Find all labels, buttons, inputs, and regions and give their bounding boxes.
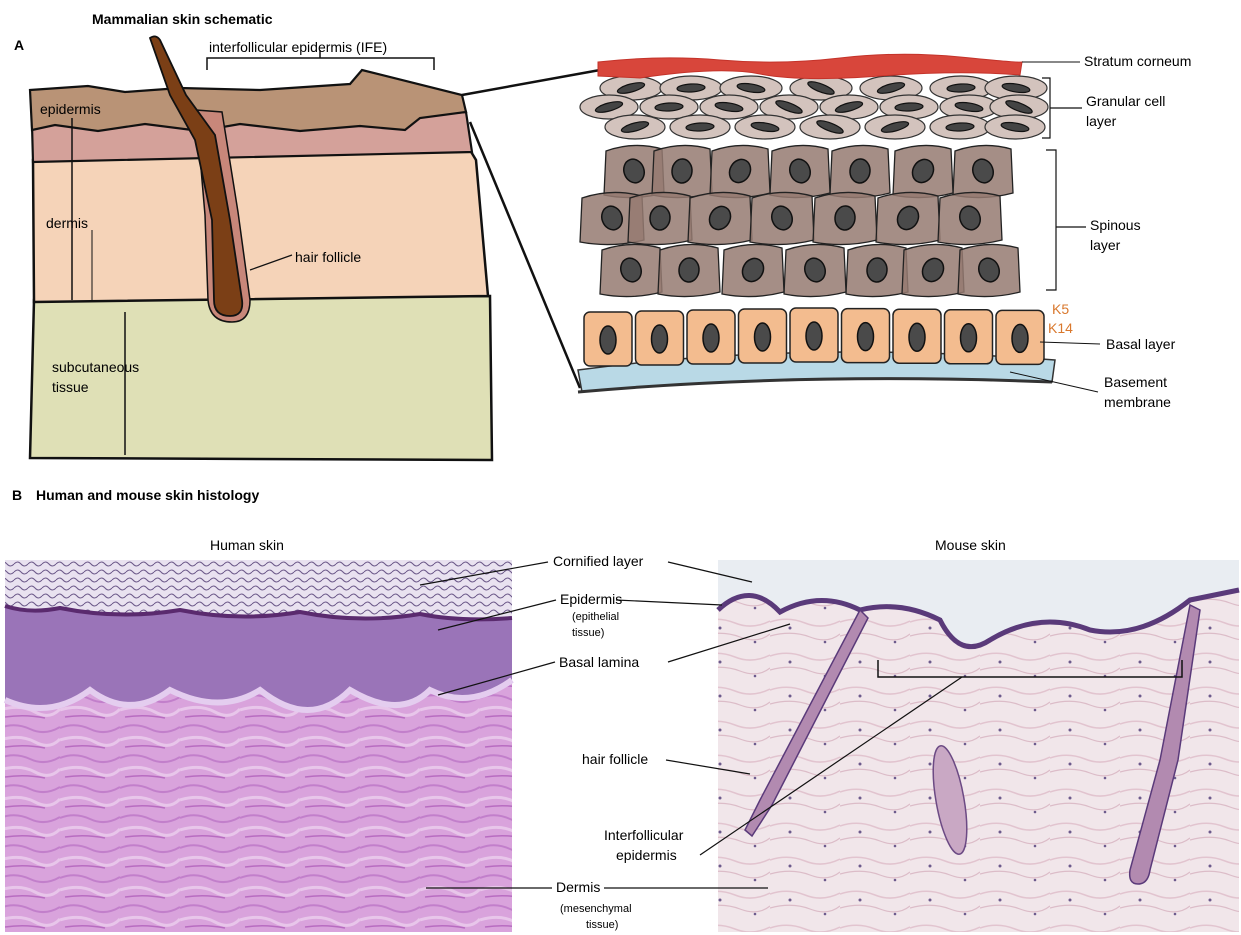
spinous-cell: [710, 145, 770, 197]
stratum-corneum-label: Stratum corneum: [1084, 53, 1191, 69]
subcutaneous-label-2: tissue: [52, 379, 89, 395]
basement-label-1: Basement: [1104, 374, 1167, 390]
basal-cell: [739, 309, 787, 363]
spinous-cell: [876, 192, 940, 244]
granular-cell: [605, 115, 665, 139]
dermis-label-b: Dermis: [556, 879, 600, 895]
granular-label-1: Granular cell: [1086, 93, 1165, 109]
epidermis-label-b: Epidermis: [560, 591, 622, 607]
basal-cell: [893, 309, 941, 363]
dermis-sub-1: (mesenchymal: [560, 903, 632, 915]
basal-lamina-label: Basal lamina: [559, 654, 639, 670]
granular-cell: [735, 115, 795, 139]
spinous-cells: [580, 145, 1020, 296]
granular-cell: [930, 115, 990, 139]
spinous-cell: [770, 145, 830, 197]
epidermis-leader-mouse: [616, 600, 722, 605]
basal-leader: [1040, 342, 1100, 344]
dermis-sub-2: tissue): [586, 919, 618, 931]
basal-cell: [636, 311, 684, 365]
basal-cell: [945, 310, 993, 364]
basal-label: Basal layer: [1106, 336, 1176, 352]
epidermis-sub-2: tissue): [572, 627, 604, 639]
basal-cell: [687, 310, 735, 364]
mouse-skin-micrograph: [718, 560, 1239, 932]
panel-b-title: Human and mouse skin histology: [36, 487, 259, 503]
spinous-cell: [750, 192, 814, 244]
hair-follicle-label-b: hair follicle: [582, 751, 648, 767]
epidermis-label: epidermis: [40, 101, 101, 117]
panel-b: B Human and mouse skin histology Human s…: [5, 487, 1239, 932]
basal-cell: [584, 312, 632, 366]
panel-a-title: Mammalian skin schematic: [92, 11, 273, 27]
dermis-layer: [33, 150, 488, 302]
epidermis-sub-1: (epithelial: [572, 611, 619, 623]
panel-b-letter: B: [12, 487, 22, 503]
spinous-cell: [958, 244, 1020, 296]
ife-label-b-1: Interfollicular: [604, 827, 684, 843]
spinous-cell: [953, 145, 1013, 197]
panel-a-letter: A: [14, 37, 24, 53]
spinous-cell: [652, 145, 712, 197]
zoom-line-top: [462, 70, 600, 95]
k5-label: K5: [1052, 301, 1069, 317]
basal-cells: [584, 308, 1044, 366]
granular-cell: [800, 115, 860, 139]
spinous-cell: [600, 244, 662, 296]
spinous-bracket: [1046, 150, 1086, 290]
spinous-cell: [628, 192, 692, 244]
spinous-label-1: Spinous: [1090, 217, 1141, 233]
basal-cell: [996, 310, 1044, 364]
stratum-corneum: [598, 54, 1022, 78]
human-skin-micrograph: [5, 560, 512, 932]
ife-label-b-2: epidermis: [616, 847, 677, 863]
spinous-cell: [722, 244, 784, 296]
spinous-cell: [830, 145, 890, 197]
hair-follicle-label: hair follicle: [295, 249, 361, 265]
spinous-cell: [893, 145, 953, 197]
dermis-label: dermis: [46, 215, 88, 231]
human-skin-title: Human skin: [210, 537, 284, 553]
basement-label-2: membrane: [1104, 394, 1171, 410]
subcutaneous-layer: [30, 296, 492, 460]
skin-block: interfollicular epidermis (IFE) epidermi…: [30, 36, 492, 460]
basal-cell: [790, 308, 838, 362]
spinous-label-2: layer: [1090, 237, 1121, 253]
spinous-cell: [688, 192, 752, 244]
mouse-skin-title: Mouse skin: [935, 537, 1006, 553]
cornified-label: Cornified layer: [553, 553, 644, 569]
k14-label: K14: [1048, 320, 1073, 336]
spinous-cell: [938, 192, 1002, 244]
spinous-cell: [784, 244, 846, 296]
spinous-cell: [902, 244, 964, 296]
basal-cell: [842, 309, 890, 363]
epidermis-cell-layers: [578, 54, 1055, 392]
panel-a: A Mammalian skin schematic interfollicul…: [14, 11, 1191, 460]
granular-cell: [985, 115, 1045, 139]
ife-label: interfollicular epidermis (IFE): [209, 39, 387, 55]
subcutaneous-label-1: subcutaneous: [52, 359, 139, 375]
spinous-cell: [658, 244, 720, 296]
granular-cell: [865, 115, 925, 139]
granular-label-2: layer: [1086, 113, 1117, 129]
spinous-cell: [813, 192, 877, 244]
spinous-cell: [846, 244, 908, 296]
granular-cell: [670, 115, 730, 139]
granular-cells: [580, 76, 1048, 139]
